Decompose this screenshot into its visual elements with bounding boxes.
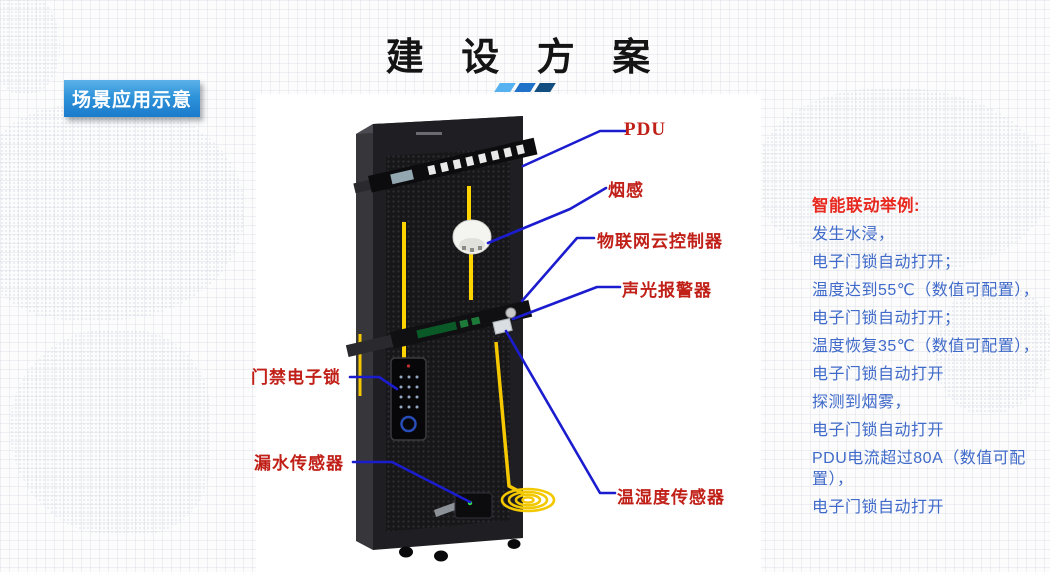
label-smoke-sensor: 烟感: [608, 181, 644, 200]
linkage-example-panel: 智能联动举例: 发生水浸， 电子门锁自动打开； 温度达到55℃（数值可配置）， …: [812, 196, 1048, 525]
linkage-line: 探测到烟雾，: [812, 394, 912, 411]
linkage-line: 温度达到55℃（数值可配置），: [812, 282, 1040, 299]
caster-wheel: [434, 550, 448, 562]
linkage-line: 电子门锁自动打开: [812, 499, 945, 516]
door-lock-device: [390, 357, 427, 441]
cable-coil: [500, 487, 556, 513]
decor-parallelogram-mid: [514, 83, 536, 92]
world-map-watermark: [10, 330, 210, 535]
label-sound-light-alarm: 声光报警器: [622, 281, 712, 300]
linkage-line: 电子门锁自动打开: [812, 366, 945, 383]
decor-parallelogram-dark: [534, 83, 556, 92]
label-iot-cloud-controller: 物联网云控制器: [597, 232, 723, 251]
slide-title: 建 设 方 案: [385, 37, 665, 79]
linkage-line: 电子门锁自动打开；: [812, 310, 961, 327]
section-badge: 场景应用示意: [64, 80, 200, 117]
world-map-watermark: [0, 105, 245, 320]
decor-parallelogram-light: [494, 83, 516, 92]
label-door-lock: 门禁电子锁: [251, 368, 341, 387]
caster-wheel: [507, 539, 521, 549]
iot-controller-device: [345, 300, 533, 357]
linkage-line: 电子门锁自动打开: [812, 422, 945, 439]
linkage-line: 电子门锁自动打开；: [812, 254, 961, 271]
linkage-line: PDU电流超过80A（数值可配置），: [812, 450, 1026, 488]
pdu-device: [353, 137, 538, 194]
smoke-detector-device: [452, 219, 492, 255]
rack-side-panel: [356, 124, 373, 550]
label-temp-humidity-sensor: 温湿度传感器: [617, 488, 725, 507]
caster-wheel: [399, 546, 413, 558]
panel-heading: 智能联动举例:: [812, 197, 920, 215]
rack-brand-logo: [416, 132, 442, 135]
label-pdu: PDU: [624, 119, 667, 140]
linkage-line: 发生水浸，: [812, 226, 895, 243]
linkage-line: 温度恢复35℃（数值可配置），: [812, 338, 1040, 355]
label-water-leak-sensor: 漏水传感器: [254, 454, 344, 473]
